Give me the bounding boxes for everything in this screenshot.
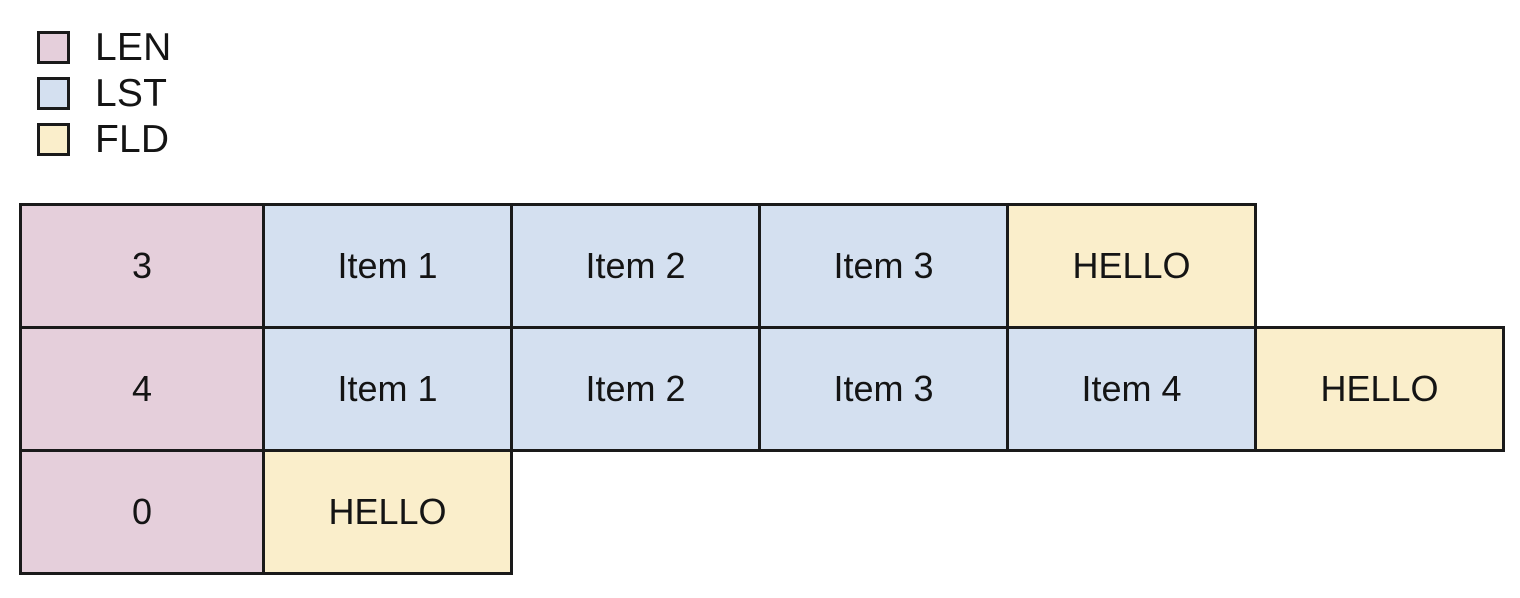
legend: LEN LST FLD <box>37 24 437 162</box>
table-cell-lst: Item 2 <box>510 203 761 329</box>
legend-label-lst: LST <box>95 71 168 115</box>
legend-item-len: LEN <box>37 24 437 70</box>
legend-item-lst: LST <box>37 70 437 116</box>
table-cell-len: 4 <box>19 326 265 452</box>
legend-item-fld: FLD <box>37 116 437 162</box>
legend-label-fld: FLD <box>95 117 170 161</box>
table-cell-lst: Item 2 <box>510 326 761 452</box>
table-cell-len: 3 <box>19 203 265 329</box>
table-cell-lst: Item 4 <box>1006 326 1257 452</box>
legend-swatch-fld <box>37 122 70 156</box>
table-cell-lst: Item 1 <box>262 326 513 452</box>
table-cell-fld: HELLO <box>1254 326 1505 452</box>
table-cell-lst: Item 3 <box>758 203 1009 329</box>
legend-swatch-lst <box>37 76 70 110</box>
legend-swatch-len <box>37 30 70 64</box>
table-cell-fld: HELLO <box>262 449 513 575</box>
table-cell-fld: HELLO <box>1006 203 1257 329</box>
table-cell-len: 0 <box>19 449 265 575</box>
table-cell-lst: Item 1 <box>262 203 513 329</box>
table-cell-lst: Item 3 <box>758 326 1009 452</box>
legend-label-len: LEN <box>95 25 172 69</box>
